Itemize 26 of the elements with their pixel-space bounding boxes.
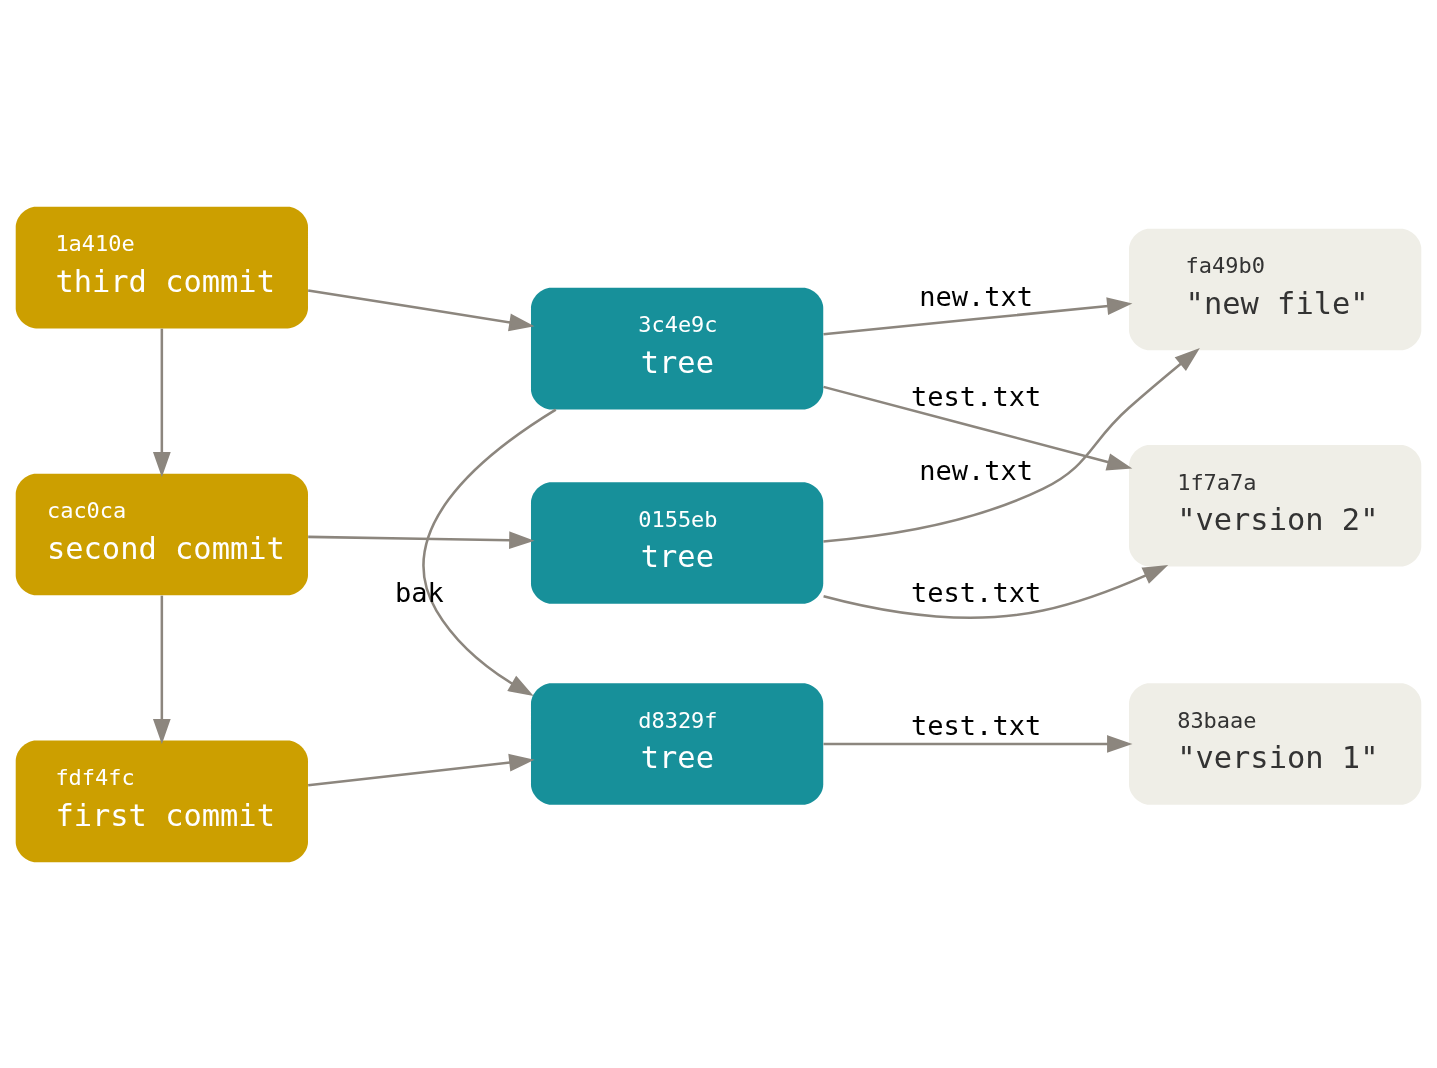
arrow [152, 595, 171, 744]
node-box: fa49b0 "new file" [1129, 228, 1422, 350]
arrow [307, 288, 535, 331]
edge-label: new.txt [919, 454, 1034, 486]
arrow [308, 753, 535, 786]
arrow [823, 734, 1133, 753]
arrow [823, 296, 1133, 336]
arrow [152, 328, 171, 477]
arrow [422, 408, 557, 696]
node-box: 1f7a7a "version 2" [1129, 444, 1422, 567]
edge-label: test.txt [911, 709, 1042, 741]
edge-label: new.txt [919, 280, 1034, 312]
node-box: 0155eb tree [531, 481, 824, 604]
node-box: d8329f tree [531, 682, 824, 805]
arrow [823, 564, 1169, 619]
arrow [823, 385, 1133, 471]
arrow [308, 530, 535, 549]
node-box: cac0ca second commit [15, 473, 308, 595]
node-box: 3c4e9c tree [531, 287, 824, 409]
edge-label: bak [395, 576, 444, 608]
edge-label: test.txt [911, 380, 1042, 412]
edge-label: test.txt [911, 576, 1042, 608]
arrow [823, 347, 1200, 543]
node-box: fdf4fc first commit [15, 740, 308, 862]
node-box: 1a410e third commit [15, 206, 308, 328]
node-box: 83baae "version 1" [1129, 682, 1422, 805]
